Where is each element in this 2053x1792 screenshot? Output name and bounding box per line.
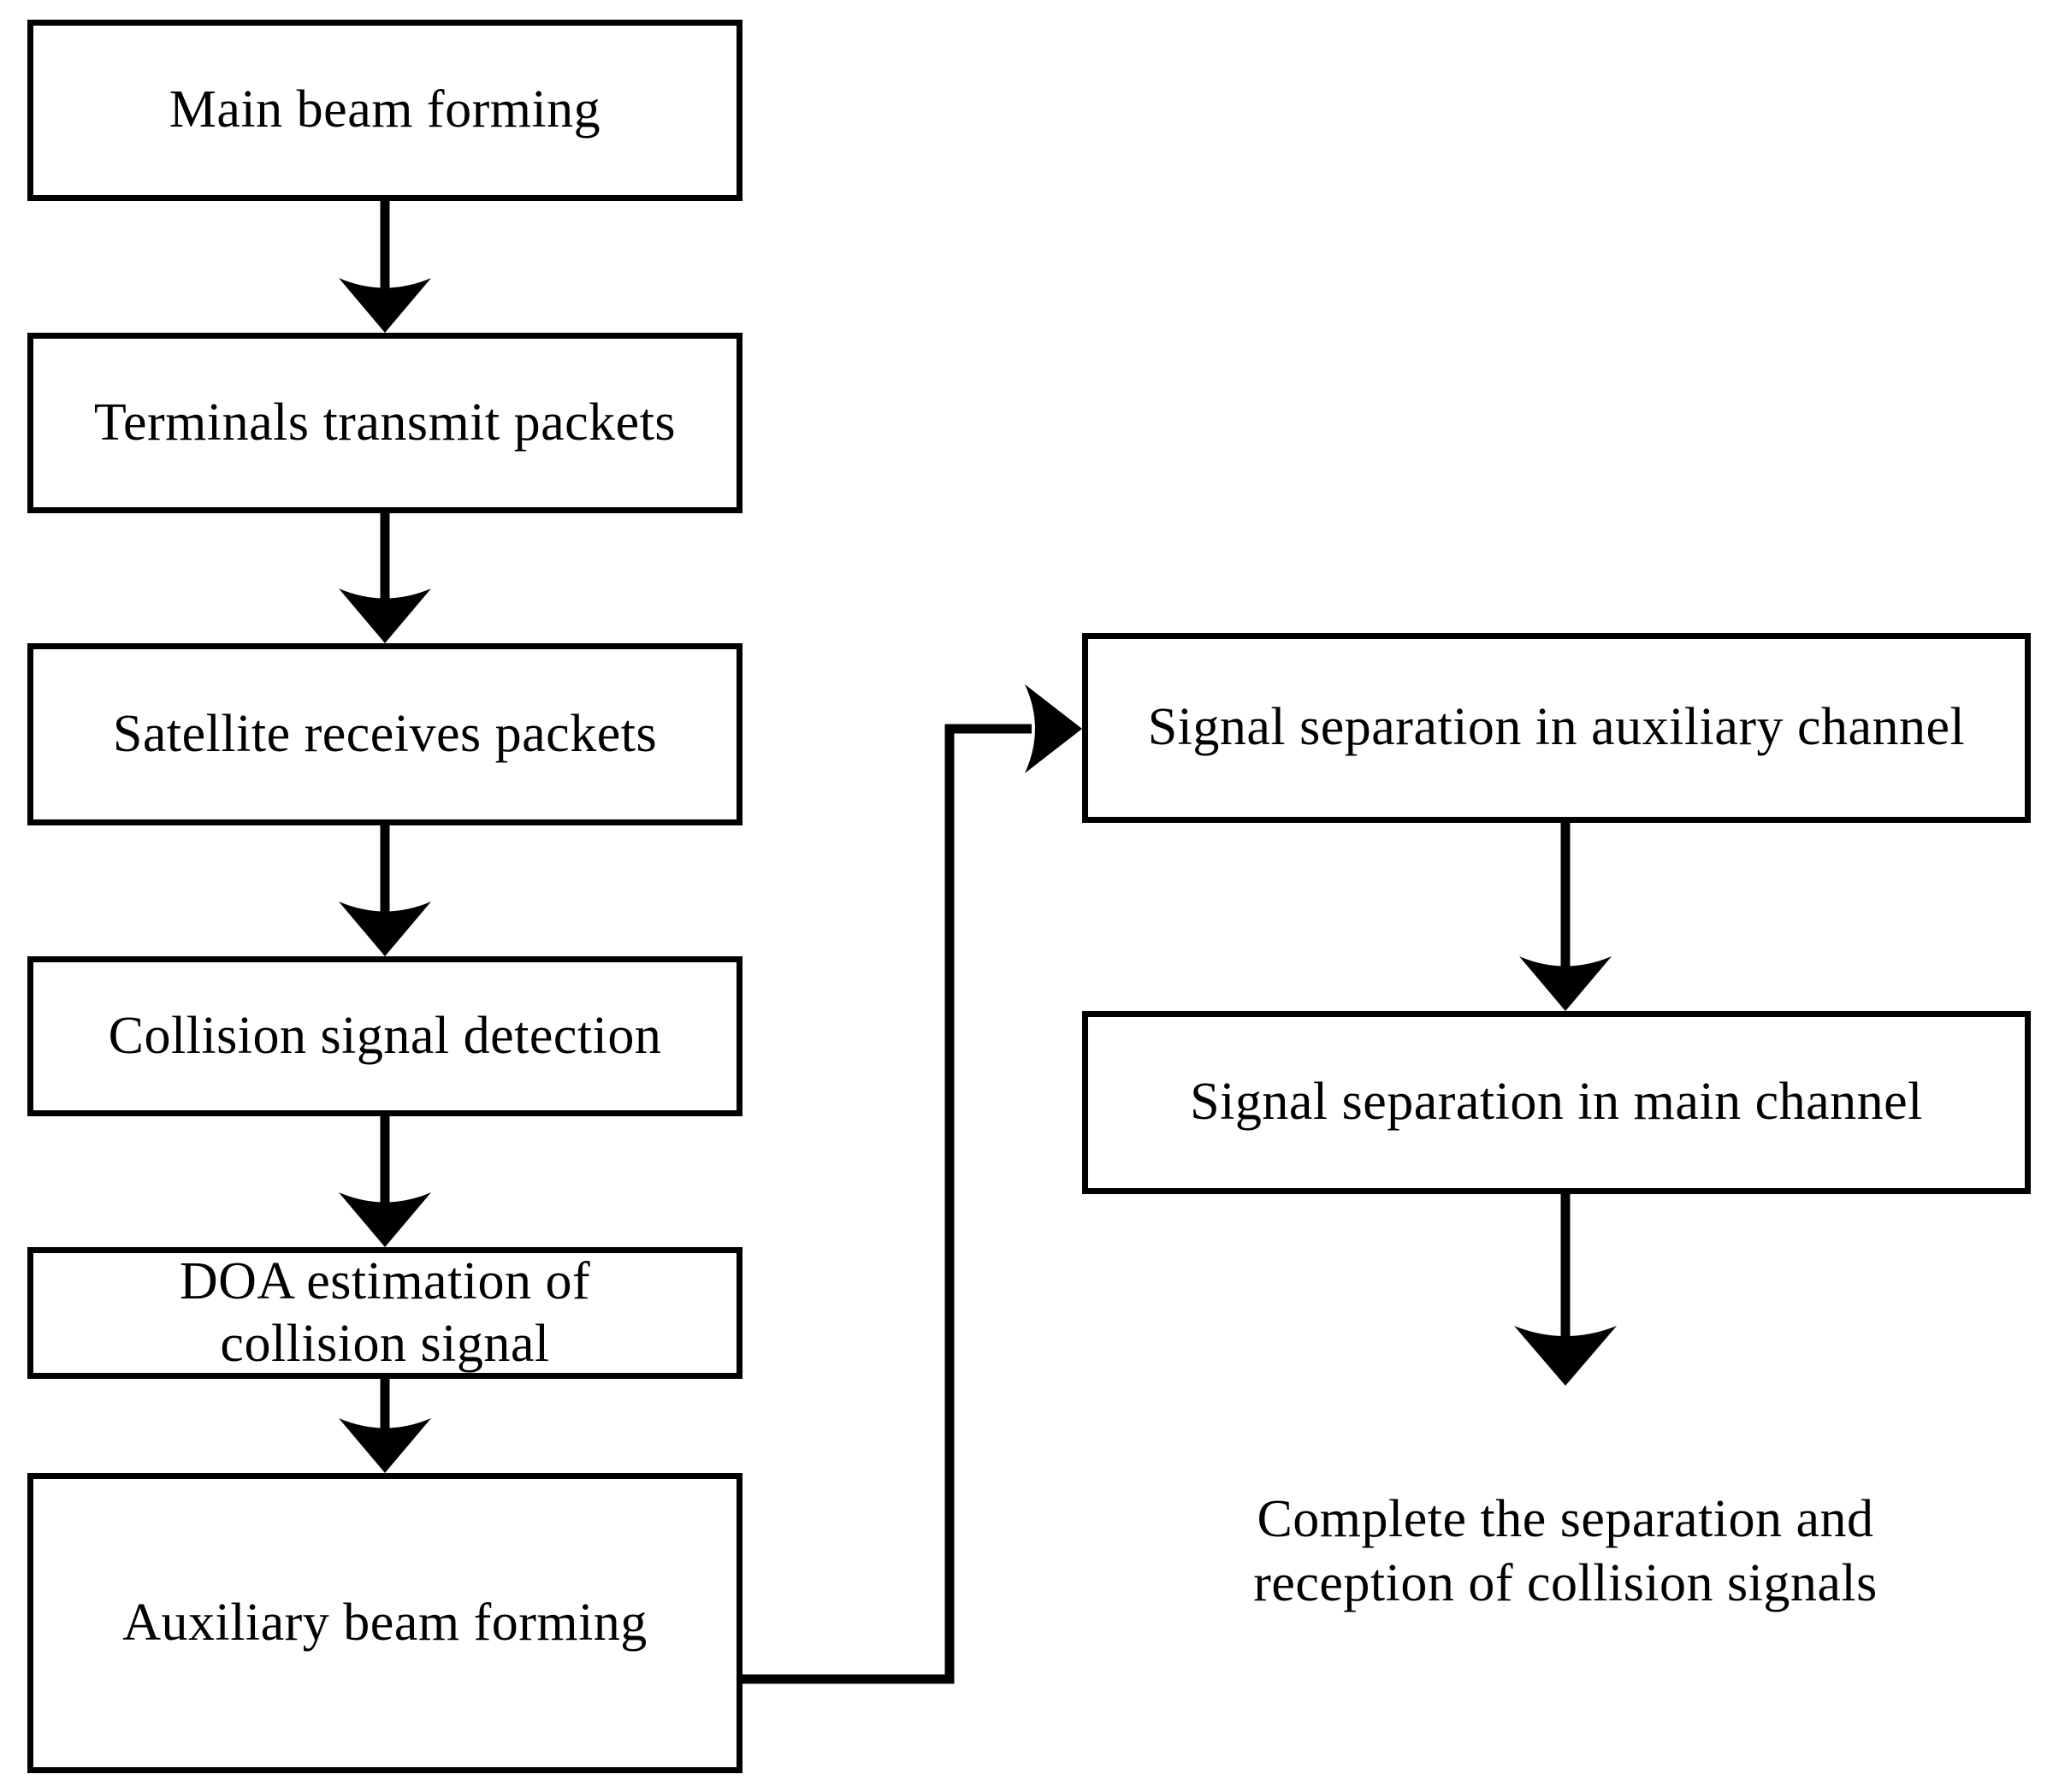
edge-doa-to-auxiliary-beam: [339, 1379, 431, 1473]
edge-main-beam-to-terminals: [339, 201, 431, 333]
node-signal-separation-auxiliary[interactable]: Signal separation in auxiliary channel: [1082, 633, 2031, 823]
node-complete-separation-reception: Complete the separation and reception of…: [1129, 1424, 2002, 1615]
node-label-terminals-transmit-packets: Terminals transmit packets: [93, 393, 677, 452]
node-doa-estimation[interactable]: DOA estimation of collision signal: [27, 1247, 743, 1379]
node-label-collision-signal-detection: Collision signal detection: [108, 1006, 662, 1065]
node-main-beam-forming[interactable]: Main beam forming: [27, 20, 743, 201]
node-satellite-receives-packets[interactable]: Satellite receives packets: [27, 643, 743, 825]
node-label-signal-separation-main: Signal separation in main channel: [1190, 1073, 1923, 1132]
node-terminals-transmit-packets[interactable]: Terminals transmit packets: [27, 333, 743, 513]
node-collision-signal-detection[interactable]: Collision signal detection: [27, 956, 743, 1116]
node-signal-separation-main[interactable]: Signal separation in main channel: [1082, 1011, 2031, 1194]
edge-terminals-to-satellite: [339, 513, 431, 643]
edge-satellite-to-collision: [339, 825, 431, 956]
node-label-auxiliary-beam-forming: Auxiliary beam forming: [122, 1593, 648, 1652]
node-label-doa-estimation: DOA estimation of collision signal: [179, 1251, 591, 1373]
node-label-complete-separation-reception: Complete the separation and reception of…: [1253, 1490, 1878, 1612]
node-label-signal-separation-auxiliary: Signal separation in auxiliary channel: [1147, 698, 1966, 757]
edge-signal-separation-auxiliary-to-main: [1519, 823, 1612, 1011]
edge-auxiliary-beam-to-signal-separation-auxiliary: [743, 684, 1082, 1684]
node-label-main-beam-forming: Main beam forming: [169, 80, 601, 139]
edge-collision-to-doa: [339, 1116, 431, 1247]
node-auxiliary-beam-forming[interactable]: Auxiliary beam forming: [27, 1473, 743, 1773]
node-label-satellite-receives-packets: Satellite receives packets: [112, 704, 658, 763]
edge-signal-separation-main-to-complete: [1514, 1194, 1617, 1386]
